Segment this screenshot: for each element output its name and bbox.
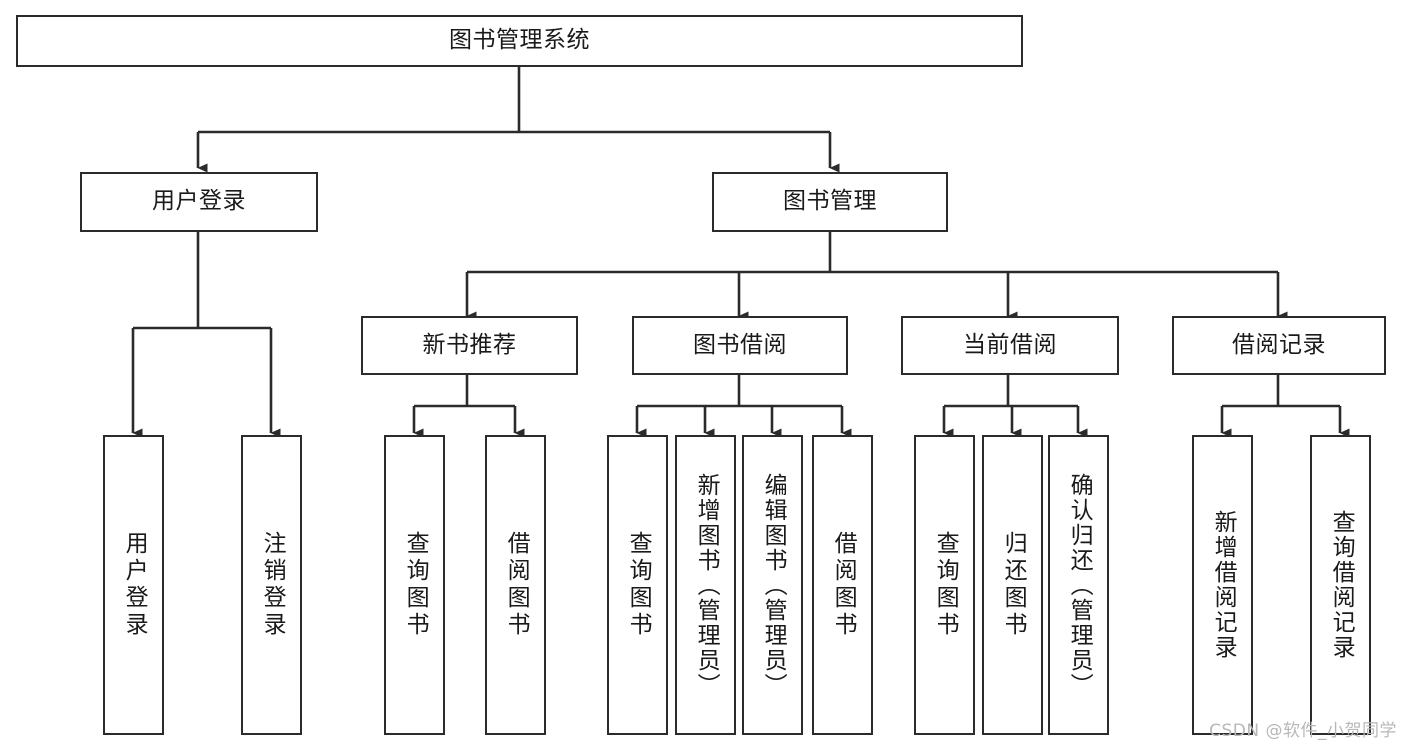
node-label: 用户登录	[152, 188, 246, 215]
node-label: 查询图书	[402, 531, 429, 639]
leaf-book-borrow-borrow[interactable]: 借阅图书	[812, 435, 873, 735]
node-label: 用户登录	[121, 531, 148, 639]
node-book-management[interactable]: 图书管理	[712, 172, 948, 232]
node-new-book-recommendation[interactable]: 新书推荐	[361, 316, 578, 375]
node-label: 新书推荐	[422, 331, 517, 358]
node-label: 新增借阅记录	[1210, 510, 1237, 660]
node-label: 编辑图书（管理员）	[760, 472, 787, 698]
leaf-current-borrow-query[interactable]: 查询图书	[914, 435, 975, 735]
node-book-borrowing[interactable]: 图书借阅	[632, 316, 848, 375]
node-label: 确认归还（管理员）	[1066, 472, 1093, 698]
node-user-login[interactable]: 用户登录	[80, 172, 318, 232]
node-root-book-management-system[interactable]: 图书管理系统	[16, 15, 1023, 67]
node-label: 图书借阅	[693, 331, 787, 358]
leaf-current-borrow-confirm-admin[interactable]: 确认归还（管理员）	[1048, 435, 1109, 735]
node-label: 新增图书（管理员）	[693, 472, 720, 698]
leaf-user-login-signin[interactable]: 用户登录	[103, 435, 164, 735]
node-label: 当前借阅	[963, 331, 1057, 358]
node-label: 查询图书	[625, 531, 652, 639]
node-label: 查询图书	[932, 531, 959, 639]
node-label: 借阅记录	[1232, 331, 1326, 358]
leaf-book-borrow-query[interactable]: 查询图书	[607, 435, 668, 735]
node-borrow-records[interactable]: 借阅记录	[1172, 316, 1386, 375]
node-label: 图书管理系统	[449, 27, 590, 54]
leaf-user-login-signout[interactable]: 注销登录	[241, 435, 302, 735]
node-label: 注销登录	[259, 531, 286, 639]
leaf-borrow-record-add[interactable]: 新增借阅记录	[1192, 435, 1253, 735]
leaf-borrow-record-query[interactable]: 查询借阅记录	[1310, 435, 1371, 735]
node-label: 借阅图书	[503, 531, 530, 639]
node-label: 借阅图书	[830, 531, 857, 639]
node-label: 归还图书	[1000, 531, 1027, 639]
leaf-new-book-borrow[interactable]: 借阅图书	[485, 435, 546, 735]
node-current-borrowing[interactable]: 当前借阅	[901, 316, 1119, 375]
leaf-new-book-query[interactable]: 查询图书	[384, 435, 445, 735]
leaf-current-borrow-return[interactable]: 归还图书	[982, 435, 1043, 735]
leaf-book-borrow-edit-admin[interactable]: 编辑图书（管理员）	[742, 435, 803, 735]
node-label: 查询借阅记录	[1328, 510, 1355, 660]
leaf-book-borrow-add-admin[interactable]: 新增图书（管理员）	[675, 435, 736, 735]
node-label: 图书管理	[783, 188, 877, 215]
